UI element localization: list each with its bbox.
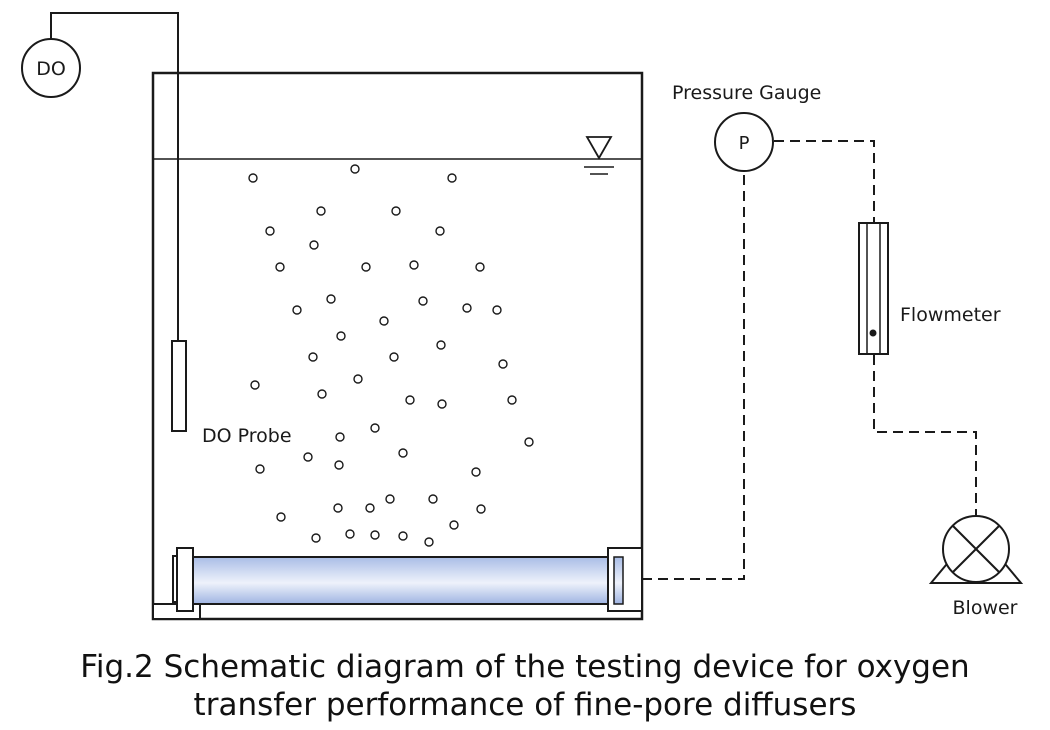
air-bubble [424, 537, 434, 547]
air-bubble [250, 380, 260, 390]
pressure-gauge-symbol: P [739, 133, 750, 154]
air-bubble [436, 340, 446, 350]
air-bubble [336, 331, 346, 341]
air-bubble [418, 296, 428, 306]
air-bubble [303, 452, 313, 462]
do-meter-label: DO [36, 58, 66, 80]
air-bubble [398, 531, 408, 541]
air-bubble [333, 503, 343, 513]
air-bubble [379, 316, 389, 326]
air-bubble [309, 240, 319, 250]
do-probe-cable [50, 12, 179, 342]
air-bubble [275, 262, 285, 272]
air-bubble [385, 494, 395, 504]
air-bubble [471, 467, 481, 477]
air-bubble [462, 303, 472, 313]
air-bubble [524, 437, 534, 447]
air-bubble [255, 464, 265, 474]
figure-caption-line-1: Fig.2 Schematic diagram of the testing d… [80, 649, 970, 685]
flowmeter [858, 222, 889, 355]
air-bubble [350, 164, 360, 174]
air-bubble [248, 173, 258, 183]
air-bubble [476, 504, 486, 514]
air-bubble [447, 173, 457, 183]
air-bubble [437, 399, 447, 409]
air-bubble [345, 529, 355, 539]
air-bubble [389, 352, 399, 362]
blower-label: Blower [953, 597, 1018, 619]
air-bubble [428, 494, 438, 504]
air-bubble [435, 226, 445, 236]
do-meter: DO [21, 38, 81, 98]
air-bubble [475, 262, 485, 272]
water-level-symbol [584, 136, 614, 175]
air-bubble [317, 389, 327, 399]
air-bubble [409, 260, 419, 270]
air-bubble [365, 503, 375, 513]
air-bubble [334, 460, 344, 470]
air-bubble [308, 352, 318, 362]
fine-pore-diffuser [152, 547, 643, 620]
air-bubble [276, 512, 286, 522]
air-bubble [316, 206, 326, 216]
blower [928, 515, 1024, 584]
air-bubble [361, 262, 371, 272]
pressure-gauge-label: Pressure Gauge [672, 82, 821, 104]
air-bubble [326, 294, 336, 304]
air-bubble [391, 206, 401, 216]
air-bubble [353, 374, 363, 384]
air-bubble [498, 359, 508, 369]
do-probe [171, 340, 187, 432]
air-bubble [292, 305, 302, 315]
air-pipeline [642, 140, 977, 580]
air-bubble [335, 432, 345, 442]
air-bubble [265, 226, 275, 236]
air-bubble [405, 395, 415, 405]
air-bubble [398, 448, 408, 458]
air-bubble [507, 395, 517, 405]
air-bubble [492, 305, 502, 315]
figure-caption-line-2: transfer performance of fine-pore diffus… [193, 687, 857, 723]
air-bubble [311, 533, 321, 543]
air-bubbles [248, 164, 534, 547]
pressure-gauge: P [714, 112, 774, 172]
air-bubble [370, 530, 380, 540]
test-tank [151, 71, 644, 621]
air-bubble [449, 520, 459, 530]
flowmeter-label: Flowmeter [900, 304, 1001, 326]
do-probe-label: DO Probe [202, 425, 292, 447]
air-bubble [370, 423, 380, 433]
